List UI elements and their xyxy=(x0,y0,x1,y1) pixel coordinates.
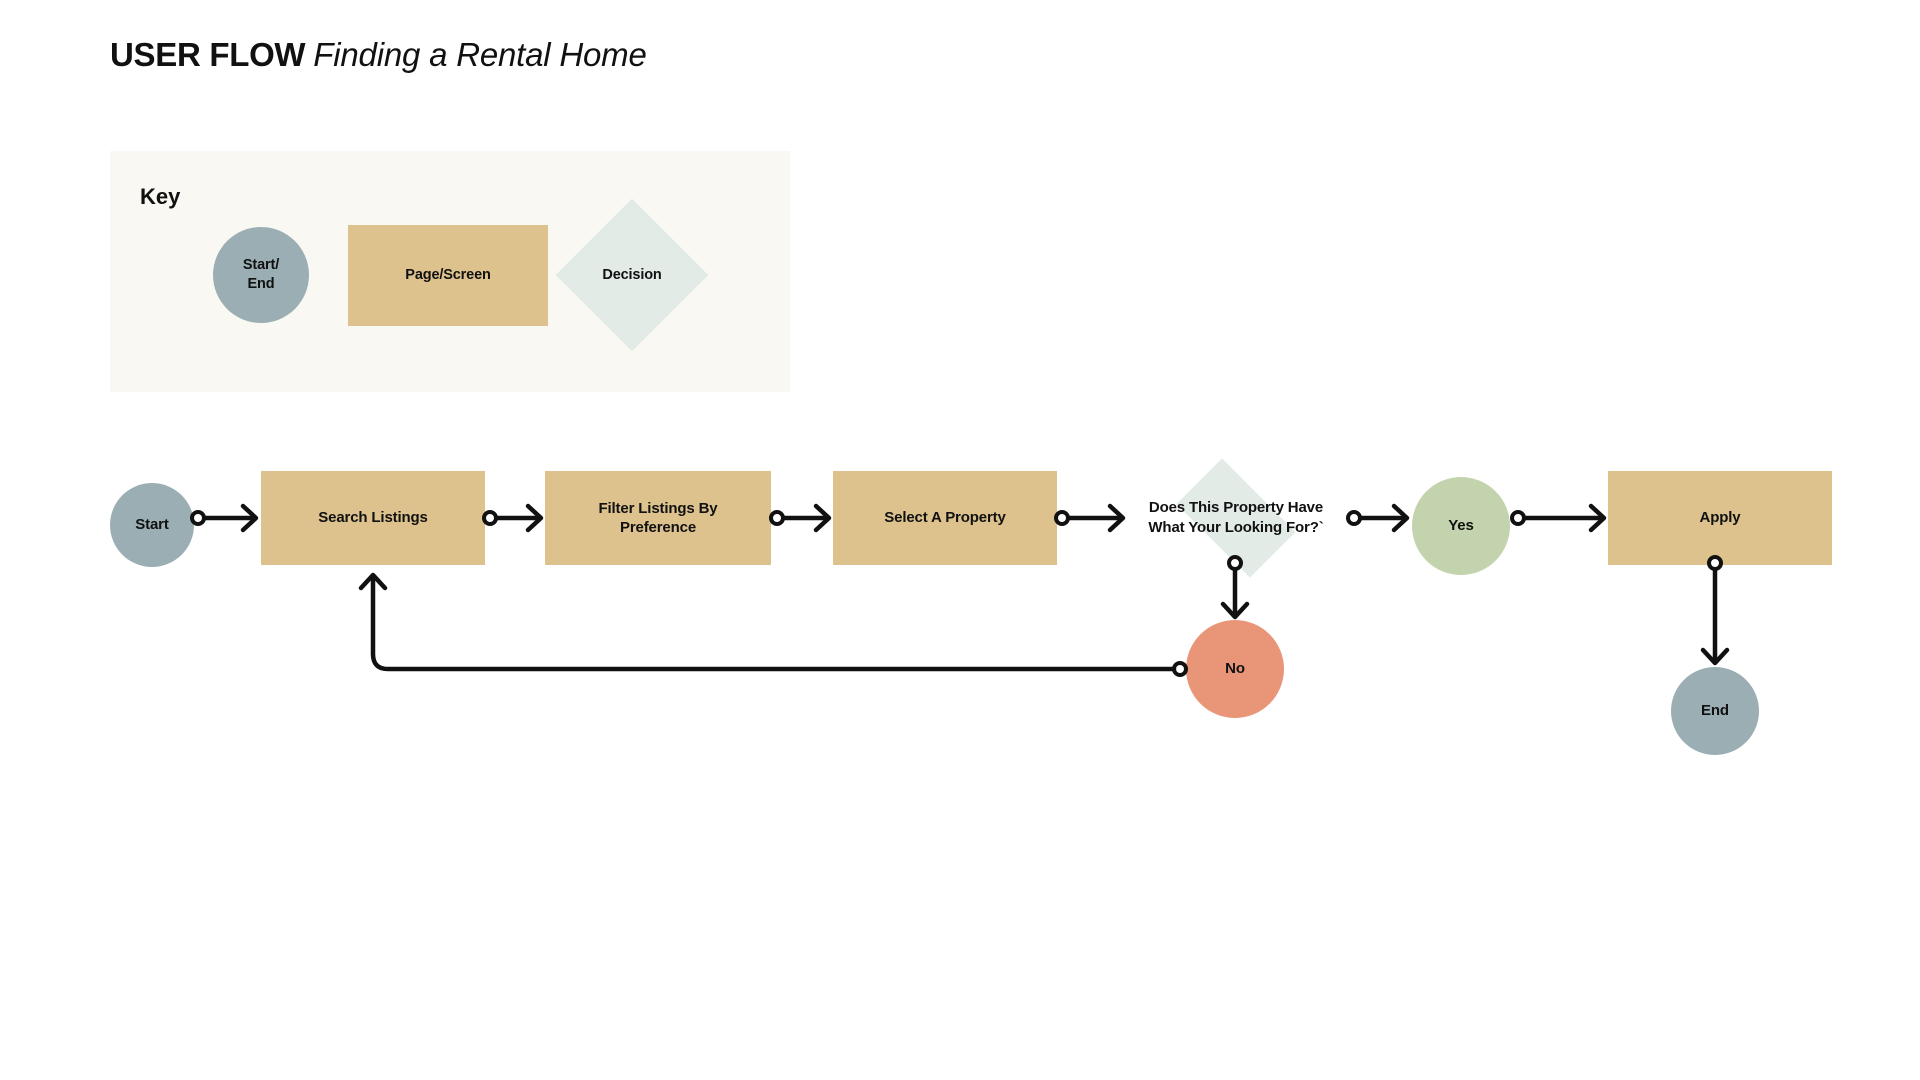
flow-node-select-property[interactable]: Select A Property xyxy=(833,471,1057,565)
page-title-italic: Finding a Rental Home xyxy=(313,36,647,73)
flow-node-end[interactable]: End xyxy=(1671,667,1759,755)
flow-node-decision-label: Does This Property Have What Your Lookin… xyxy=(1148,498,1323,539)
flow-node-no-label: No xyxy=(1225,660,1245,678)
flow-node-search-listings[interactable]: Search Listings xyxy=(261,471,485,565)
flow-node-apply[interactable]: Apply xyxy=(1608,471,1832,565)
flow-node-decision-line2: What Your Looking For?` xyxy=(1148,519,1324,536)
flow-node-select-property-label: Select A Property xyxy=(884,509,1006,527)
flow-node-decision-line1: Does This Property Have xyxy=(1148,498,1324,516)
flow-node-filter-line1: Filter Listings By xyxy=(598,499,718,517)
key-shape-start-end-label: Start/End xyxy=(242,257,280,292)
key-shape-decision-label: Decision xyxy=(602,266,662,283)
page-title-strong: USER FLOW xyxy=(110,36,306,73)
flow-node-end-label: End xyxy=(1701,702,1729,720)
edge-select-to-decision xyxy=(1054,503,1126,533)
edge-start-to-search xyxy=(190,503,259,533)
flow-node-filter-listings[interactable]: Filter Listings By Preference xyxy=(545,471,771,565)
edge-yes-to-apply xyxy=(1510,503,1607,533)
flow-node-yes[interactable]: Yes xyxy=(1412,477,1510,575)
edge-search-to-filter xyxy=(482,503,544,533)
edge-filter-to-select xyxy=(769,503,832,533)
flow-node-search-listings-label: Search Listings xyxy=(318,509,428,527)
key-shape-decision: Decision xyxy=(555,198,709,352)
flow-node-yes-label: Yes xyxy=(1448,517,1474,535)
key-shape-start-end: Start/End xyxy=(213,227,309,323)
key-shape-page-screen: Page/Screen xyxy=(348,225,548,326)
key-shape-page-screen-label: Page/Screen xyxy=(405,267,491,284)
edge-no-to-search-loop xyxy=(358,572,1188,677)
flow-node-start[interactable]: Start xyxy=(110,483,194,567)
flow-node-decision[interactable]: Does This Property Have What Your Lookin… xyxy=(1136,458,1336,578)
flow-node-no[interactable]: No xyxy=(1186,620,1284,718)
flow-node-filter-line2: Preference xyxy=(619,519,697,536)
flow-node-apply-label: Apply xyxy=(1699,509,1741,527)
edge-apply-to-end xyxy=(1700,555,1730,666)
flow-node-filter-listings-label: Filter Listings By Preference xyxy=(599,499,718,538)
key-heading: Key xyxy=(140,184,181,209)
edge-decision-to-yes xyxy=(1346,503,1410,533)
key-panel: Key Start/End Page/Screen Decision xyxy=(110,151,790,392)
flow-node-start-label: Start xyxy=(135,516,169,534)
